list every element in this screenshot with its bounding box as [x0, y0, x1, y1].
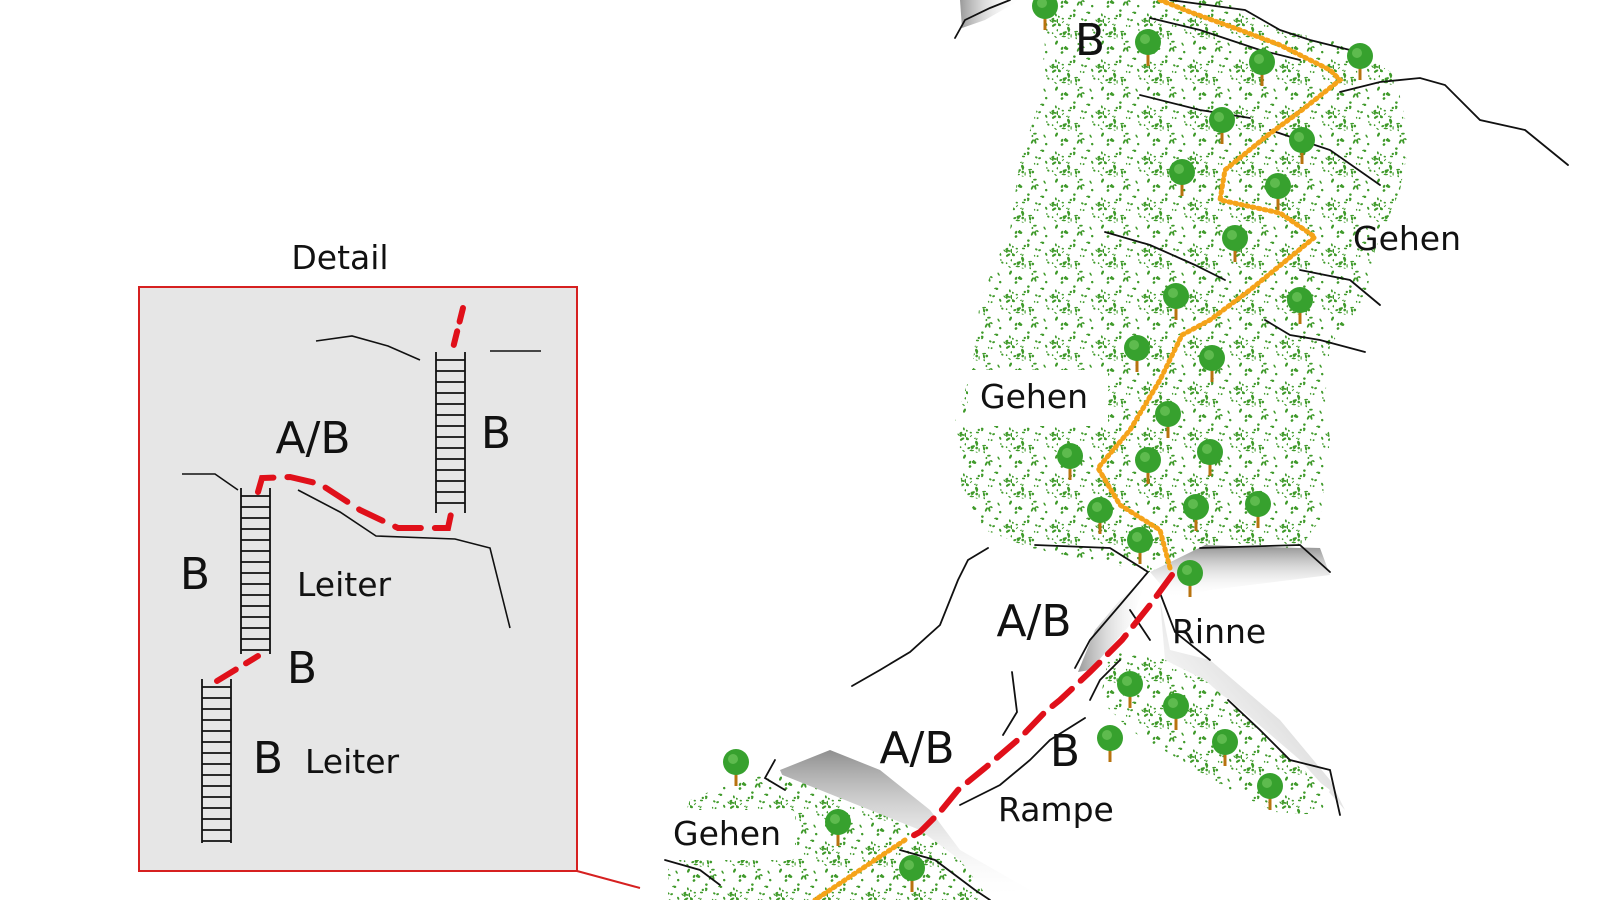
tree-icon	[1222, 225, 1248, 262]
tree-icon	[1135, 447, 1161, 484]
tree-icon	[1287, 287, 1313, 324]
label-backgrounds	[665, 370, 1108, 860]
tree-icon	[1097, 725, 1123, 762]
terrain-lines	[664, 0, 1569, 900]
tree-icon	[899, 855, 925, 892]
detail-connector-line	[576, 870, 641, 889]
tree-icon	[1057, 443, 1083, 480]
lower-ladder	[201, 679, 232, 843]
tree-icon	[1209, 107, 1235, 144]
tree-icon	[1087, 497, 1113, 534]
trees	[723, 0, 1373, 892]
detail-inset: Detail A/B B B Leiter B B Leiter	[138, 238, 641, 889]
detail-label-leiter-upper: Leiter	[297, 565, 392, 604]
label-gehen-bottom: Gehen	[673, 814, 781, 853]
tree-icon	[1127, 527, 1153, 564]
detail-label-b-left: B	[180, 549, 210, 600]
route-difficult	[902, 572, 1175, 843]
tree-icon	[825, 809, 851, 846]
tree-icon	[1163, 283, 1189, 320]
tree-icon	[1177, 560, 1203, 597]
detail-label-ab: A/B	[275, 413, 350, 464]
tree-icon	[1163, 693, 1189, 730]
label-ab-upper: A/B	[996, 596, 1071, 647]
tree-icon	[1257, 773, 1283, 810]
tree-icon	[1265, 173, 1291, 210]
topo-map: B Gehen Gehen A/B Rinne A/B B Rampe Gehe…	[664, 0, 1569, 900]
upper-ladder	[435, 352, 466, 513]
label-gehen-right: Gehen	[1353, 219, 1461, 258]
tree-icon	[1135, 29, 1161, 66]
tree-icon	[723, 749, 749, 786]
tree-icon	[1199, 345, 1225, 382]
tree-icon	[1249, 49, 1275, 86]
detail-frame	[138, 286, 578, 872]
detail-label-b-upper: B	[481, 408, 511, 459]
label-b-ramp: B	[1050, 726, 1080, 777]
label-ab-lower: A/B	[879, 723, 954, 774]
map-routes	[812, 0, 1344, 900]
tree-icon	[1197, 439, 1223, 476]
tree-icon	[1183, 494, 1209, 531]
detail-label-leiter-lower: Leiter	[305, 742, 400, 781]
detail-title: Detail	[291, 238, 388, 277]
detail-label-b-lower: B	[253, 733, 283, 784]
detail-red-route	[214, 305, 466, 684]
route-easy-main	[1094, 0, 1344, 571]
tree-icon	[1169, 159, 1195, 196]
tree-icon	[1347, 43, 1373, 80]
middle-ladder	[240, 488, 271, 654]
tree-icon	[1124, 335, 1150, 372]
detail-rock-lines	[182, 335, 541, 629]
label-rinne: Rinne	[1172, 612, 1266, 651]
label-b-top: B	[1075, 15, 1105, 66]
label-rampe: Rampe	[998, 790, 1114, 829]
tree-icon	[1032, 0, 1058, 30]
route-easy-bottom	[812, 837, 908, 900]
tree-icon	[1245, 491, 1271, 528]
detail-label-b-middle: B	[287, 643, 317, 694]
tree-icon	[1155, 401, 1181, 438]
tree-icon	[1117, 671, 1143, 708]
tree-icon	[1212, 729, 1238, 766]
tree-icon	[1289, 127, 1315, 164]
label-gehen-middle: Gehen	[980, 377, 1088, 416]
